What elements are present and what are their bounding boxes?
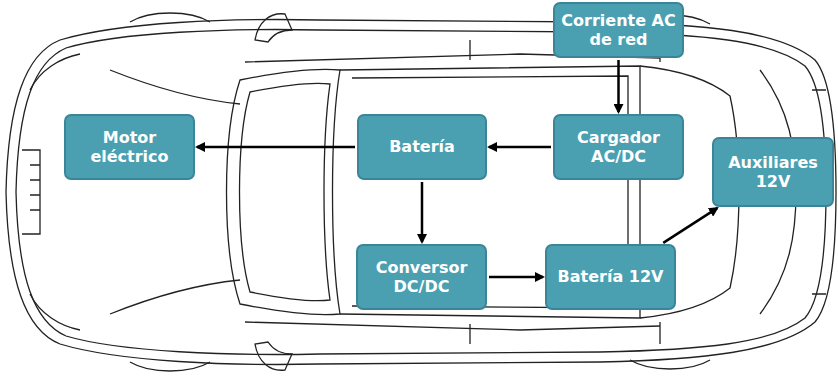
box-label: Batería 12V: [558, 267, 664, 286]
flow-arrow: [617, 60, 620, 112]
flow-arrow: [489, 276, 543, 279]
flow-arrow: [489, 146, 551, 149]
box-label: Batería: [389, 137, 455, 156]
box-label: Motor eléctrico: [72, 128, 187, 166]
process-box: Corriente AC de red: [553, 2, 684, 58]
box-label: Cargador AC/DC: [561, 128, 676, 166]
process-box: Auxiliares 12V: [712, 137, 834, 207]
process-box: Cargador AC/DC: [553, 114, 684, 180]
process-box: Batería: [357, 114, 487, 180]
box-label: Corriente AC de red: [561, 11, 676, 49]
flow-arrow: [197, 146, 355, 149]
process-box: Conversor DC/DC: [356, 244, 487, 310]
box-label: Auxiliares 12V: [720, 153, 826, 191]
flow-arrow: [421, 182, 424, 242]
box-label: Conversor DC/DC: [364, 258, 479, 296]
process-box: Motor eléctrico: [64, 114, 195, 180]
flow-arrow: [663, 208, 717, 243]
process-box: Batería 12V: [545, 244, 676, 310]
